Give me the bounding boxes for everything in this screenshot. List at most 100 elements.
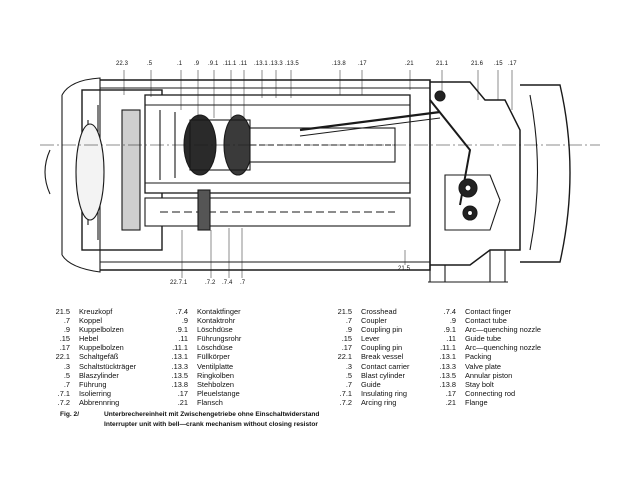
legend-row: .13.1 Packing (426, 352, 541, 361)
callout-9: .9 (194, 61, 200, 67)
caption-german: Unterbrechereinheit mit Zwischengetriebe… (104, 411, 320, 418)
legend-number: .7.2 (57, 397, 70, 407)
callout-15: .15 (494, 61, 503, 67)
legend-number: .15 (341, 334, 352, 344)
legend-text: Schaltgefäß (79, 352, 119, 362)
right-flange (520, 84, 571, 263)
legend-text: Crosshead (361, 307, 397, 316)
legend-number: .7.4 (443, 307, 456, 316)
legend-text: Koppel (79, 316, 103, 326)
legend-number: .9.1 (443, 325, 456, 335)
legend-number: .13.5 (439, 370, 456, 380)
legend-text: Arc—quenching nozzle (465, 325, 542, 335)
legend-text: Insulating ring (361, 388, 408, 398)
legend-text: Blast cylinder (361, 370, 405, 380)
legend-number: .3 (345, 361, 352, 371)
callout-1: .1 (177, 61, 183, 67)
legend-number: .5 (345, 370, 352, 380)
legend-number: .17 (177, 388, 188, 398)
legend-row: .11.1 Löschdüse (158, 343, 241, 352)
callout-13-5: .13.5 (285, 61, 299, 67)
legend-number: .9.1 (175, 325, 188, 335)
legend-row: .9 Kuppelbolzen (40, 325, 136, 334)
legend-text: Valve plate (465, 361, 502, 371)
connecting-rod (299, 110, 441, 132)
legend-text: Flansch (197, 397, 223, 407)
interrupter-unit-drawing (40, 70, 600, 283)
legend-text: Guide (361, 379, 381, 389)
legend-row: .7.4 Contact finger (426, 307, 541, 316)
legend-number: .13.5 (171, 370, 188, 380)
legend-text: Connecting rod (465, 388, 516, 398)
callout-7-2: .7.2 (205, 280, 216, 286)
legend-number: 21.5 (55, 307, 70, 316)
legend-text: Isolierring (79, 388, 112, 398)
legend-text: Coupler (361, 316, 387, 326)
figure-caption: Fig. 2/ Unterbrechereinheit mit Zwischen… (60, 410, 319, 429)
legend-row: .17 Connecting rod (426, 389, 541, 398)
legend-number: .7.1 (57, 388, 70, 398)
legend-text: Guide tube (465, 334, 502, 344)
legend-text: Kuppelbolzen (79, 343, 124, 353)
legend-number: .17 (445, 388, 456, 398)
legend-number: .21 (445, 397, 456, 407)
callout-7-4: .7.4 (222, 280, 233, 286)
legend-text: Hebel (79, 334, 99, 344)
callout-21-1: 21.1 (436, 61, 449, 67)
legend-number: .9 (63, 325, 70, 335)
callout-17-right: .17 (508, 61, 517, 67)
legend-row: .7 Coupler (322, 316, 409, 325)
callout-22-3: 22.3 (116, 61, 129, 67)
legend-row: 21.5 Crosshead (322, 307, 409, 316)
legend-number: 22.1 (337, 352, 352, 362)
callout-13-8: .13.8 (332, 61, 346, 67)
legend-number: .11.1 (172, 343, 188, 353)
legend-row: .5 Blast cylinder (322, 371, 409, 380)
legend-text: Blaszylinder (79, 370, 119, 380)
legend-number: 21.5 (337, 307, 352, 316)
legend-number: .17 (341, 343, 352, 353)
legend-text: Packing (465, 352, 492, 362)
callout-9-1: .9.1 (208, 61, 219, 67)
legend-text: Führungsrohr (197, 334, 242, 344)
legend-text: Contact carrier (361, 361, 410, 371)
legend-text: Kuppelbolzen (79, 325, 124, 335)
legend-text: Löschdüse (197, 343, 233, 353)
legend-text: Contact finger (465, 307, 512, 316)
legend-text: Kontaktrohr (197, 316, 236, 326)
legend-row: .9.1 Arc—quenching nozzle (426, 325, 541, 334)
legend-text: Füllkörper (197, 352, 230, 362)
legend-number: .7 (345, 316, 352, 326)
legend-text: Stehbolzen (197, 379, 234, 389)
legend-number: .9 (181, 316, 188, 326)
bell-crank-housing (430, 81, 521, 266)
legend-row: .7.1 Isolierring (40, 389, 136, 398)
legend-number: .13.1 (439, 352, 456, 362)
legend-number: .9 (345, 325, 352, 335)
legend-row: .3 Contact carrier (322, 361, 410, 371)
callout-11-1: .11.1 (223, 61, 237, 67)
legend-number: .9 (449, 316, 456, 326)
callout-7: .7 (240, 280, 246, 286)
